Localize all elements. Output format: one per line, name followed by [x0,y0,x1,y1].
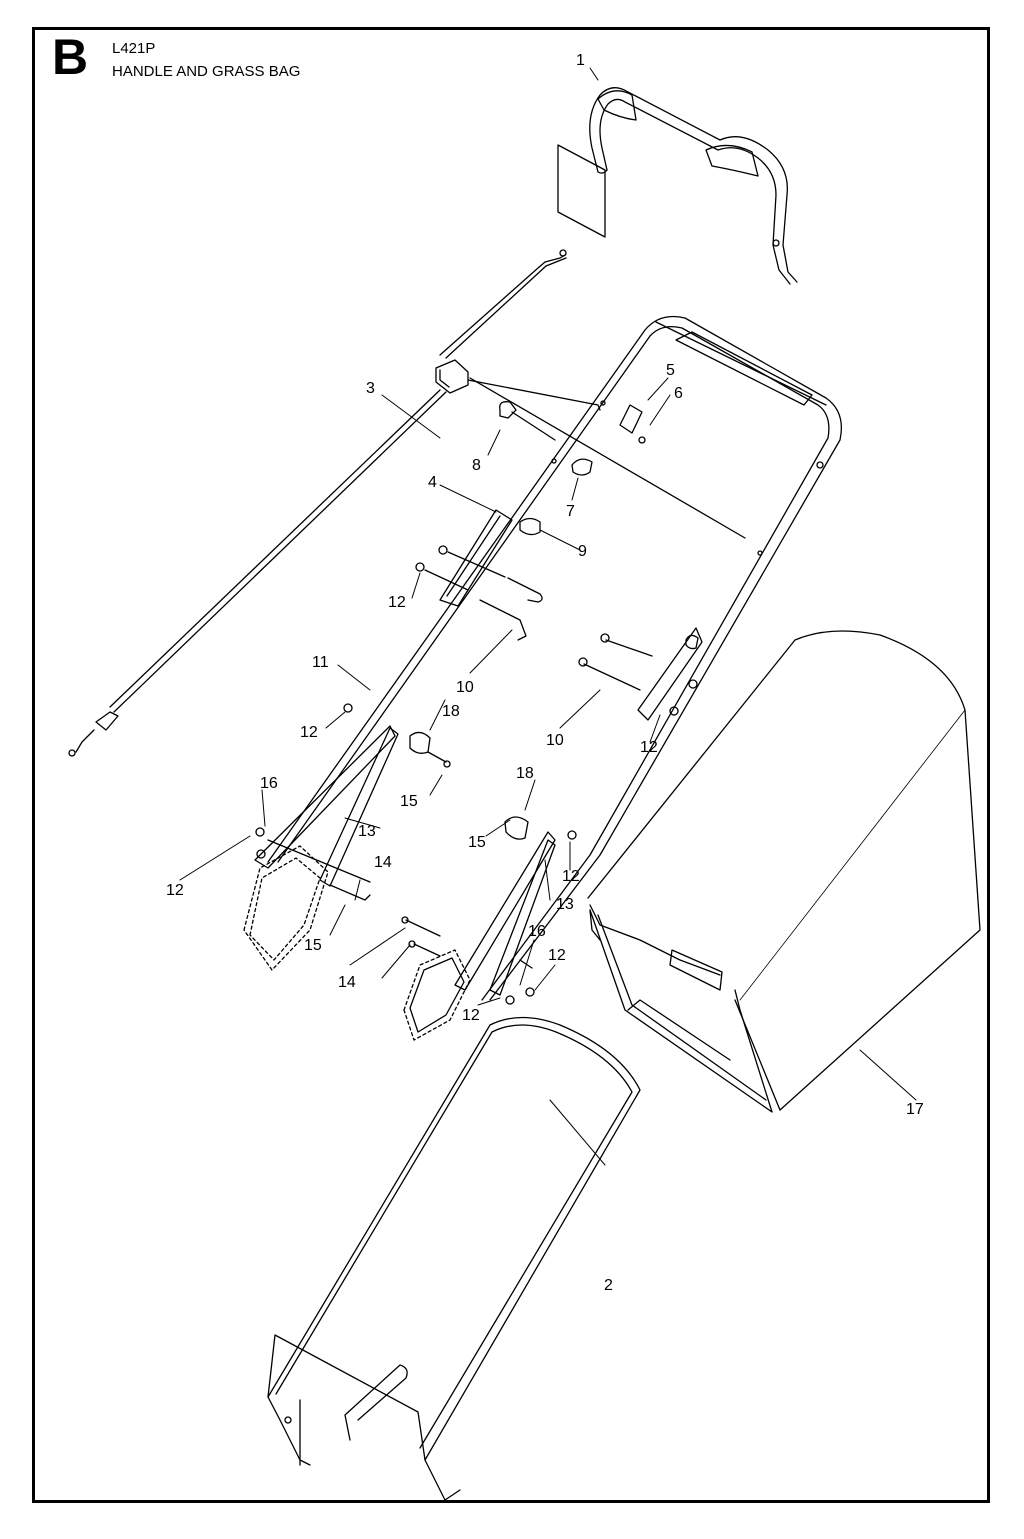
callout-15b: 15 [304,937,322,954]
callout-17: 17 [906,1101,924,1118]
callout-12c: 12 [640,739,658,756]
callout-5: 5 [666,362,675,379]
callout-15c: 15 [468,834,486,851]
decal-sticker [557,144,606,238]
callout-12e: 12 [562,868,580,885]
callout-14b: 14 [338,974,356,991]
control-cable-part [68,249,601,757]
diagram-frame [32,27,990,1503]
section-letter: B [52,29,89,85]
callout-14a: 14 [374,854,392,871]
cable-routing-line [469,377,746,539]
callout-15a: 15 [400,793,418,810]
callout-6: 6 [674,385,683,402]
grass-bag-fabric-part [587,630,981,1111]
callout-4: 4 [428,474,437,491]
lower-handle-frame-part [267,315,843,1001]
callout-13b: 13 [556,896,574,913]
callout-8: 8 [472,457,481,474]
callout-10b: 10 [546,732,564,749]
callout-1: 1 [576,52,585,69]
callout-12b: 12 [300,724,318,741]
callout-3: 3 [366,380,375,397]
callout-18b: 18 [516,765,534,782]
left-clamp-parts [415,509,543,641]
right-lower-bracket-part [401,816,577,1041]
left-lower-bracket-part [243,703,451,971]
right-clamp-parts [578,627,703,721]
callout-12f: 12 [548,947,566,964]
callout-12d: 12 [166,882,184,899]
diagram-title: HANDLE AND GRASS BAG [112,63,301,80]
callout-10a: 10 [456,679,474,696]
model-number: L421P [112,40,156,57]
callout-7: 7 [566,503,575,520]
upper-handle-part [589,87,798,285]
callout-12g: 12 [462,1007,480,1024]
callout-labels: 1 2 3 4 5 6 7 8 9 10 10 11 12 12 12 12 1… [166,52,924,1294]
callout-18a: 18 [442,703,460,720]
callout-11: 11 [312,654,329,671]
callout-13a: 13 [358,823,376,840]
leader-lines [179,67,917,1166]
callout-16a: 16 [260,775,278,792]
grass-bag-frame [589,909,773,1113]
bag-wire-frame-part [267,1016,641,1501]
small-fittings-parts [499,401,646,476]
callout-12a: 12 [388,594,406,611]
callout-9: 9 [578,543,587,560]
callout-2: 2 [604,1277,613,1294]
callout-16b: 16 [528,923,546,940]
